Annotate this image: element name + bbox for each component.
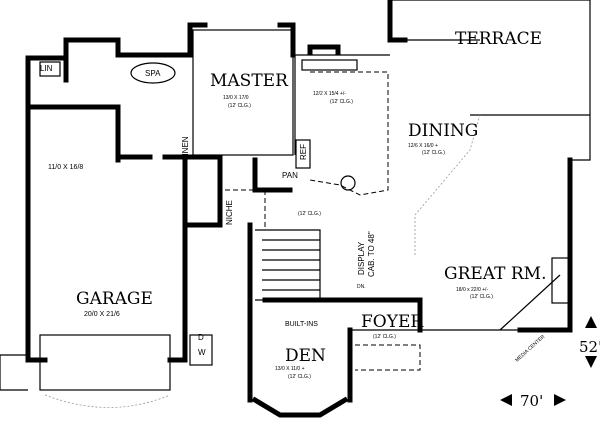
lin-label: LIN	[40, 64, 53, 73]
great-room-label: GREAT RM.	[444, 264, 547, 284]
bonus-size: 11/0 X 16/8	[48, 164, 83, 171]
terrace-label: TERRACE	[455, 29, 542, 49]
garage-label: GARAGE	[76, 289, 153, 309]
dashed-lines	[44, 71, 481, 408]
pan-label: PAN	[282, 171, 298, 180]
spa-label: SPA	[145, 69, 161, 78]
arrow-right-icon	[554, 394, 566, 406]
great-room-ceiling: (12' CLG.)	[470, 294, 493, 300]
built-ins-label: BUILT-INS	[285, 321, 318, 328]
master-size: 13/0 X 17/0	[223, 95, 249, 101]
dryer-label: D	[198, 333, 204, 342]
arrow-up-icon	[585, 316, 597, 328]
display-cab-label: CAB. TO 48"	[367, 231, 376, 277]
dining-ceiling: (12' CLG.)	[422, 150, 445, 156]
down-label: DN.	[357, 284, 366, 290]
dining-size: 12/6 X 16/0 +	[408, 143, 438, 149]
display-label: DISPLAY	[357, 241, 366, 275]
arrow-down-icon	[585, 356, 597, 368]
hall-ceiling: (12' CLG.)	[298, 211, 321, 217]
arrow-left-icon	[500, 394, 512, 406]
fireplace	[551, 257, 571, 304]
garage-size: 20/0 X 21/6	[84, 311, 120, 318]
dining-label: DINING	[408, 121, 478, 141]
foyer-ceiling: (12' CLG.)	[373, 334, 396, 340]
spa-tub	[130, 62, 176, 84]
width-dimension: 70'	[520, 392, 543, 410]
foyer-label: FOYER	[361, 312, 424, 332]
thin-lines	[0, 0, 591, 391]
niche-label: NICHE	[225, 200, 234, 225]
master-label: MASTER	[210, 71, 289, 91]
kitchen-size: 12/2 X 15/4 +/-	[313, 91, 346, 97]
depth-dimension: 52'	[579, 338, 600, 356]
kitchen-ceiling: (12' CLG.)	[330, 99, 353, 105]
media-center-label: MEDIA CENTER	[514, 334, 546, 364]
den-size: 13/0 X 11/0 +	[275, 366, 305, 372]
den-label: DEN	[285, 346, 326, 366]
linen-label: LINEN	[181, 136, 190, 160]
master-ceiling: (12' CLG.)	[228, 103, 251, 109]
den-ceiling: (12' CLG.)	[288, 374, 311, 380]
ref-label: REF	[299, 144, 308, 160]
washer-label: W	[198, 348, 206, 357]
great-room-size: 18/0 x 22/0 +/-	[456, 287, 488, 293]
